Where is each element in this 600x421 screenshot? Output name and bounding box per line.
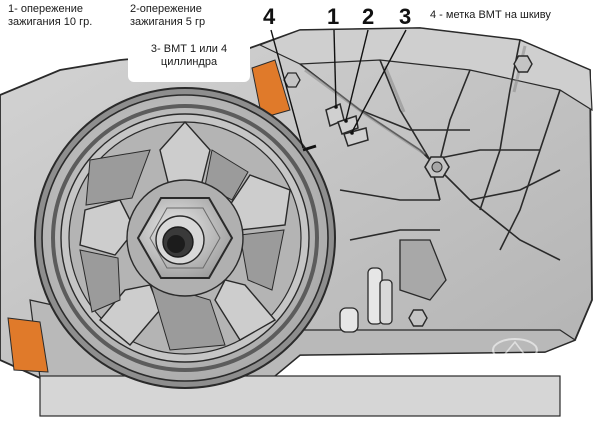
callout-leaders [270, 29, 407, 149]
callout-number-4: 4 [263, 4, 276, 29]
note-pulley-tdc-mark: 4 - метка ВМТ на шкиву [430, 9, 551, 21]
callout-number-2: 2 [362, 4, 375, 29]
crankshaft-pulley [34, 87, 336, 389]
gasket-accent [7, 59, 291, 373]
note-tdc-cylinder: 3- ВМТ 1 или 4 циллиндра [128, 38, 250, 82]
housing-bolts [283, 55, 533, 327]
brand-logo [492, 338, 538, 362]
callout-number-3: 3 [399, 4, 412, 29]
note-ignition-advance-5: 2-опережение зажигания 5 гр [130, 3, 206, 28]
callout-number-1: 1 [327, 4, 340, 29]
pulley-tdc-mark [302, 144, 317, 152]
note-ignition-advance-10: 1- опережение зажигания 10 гр. [8, 3, 93, 28]
lower-dowels [175, 239, 447, 335]
